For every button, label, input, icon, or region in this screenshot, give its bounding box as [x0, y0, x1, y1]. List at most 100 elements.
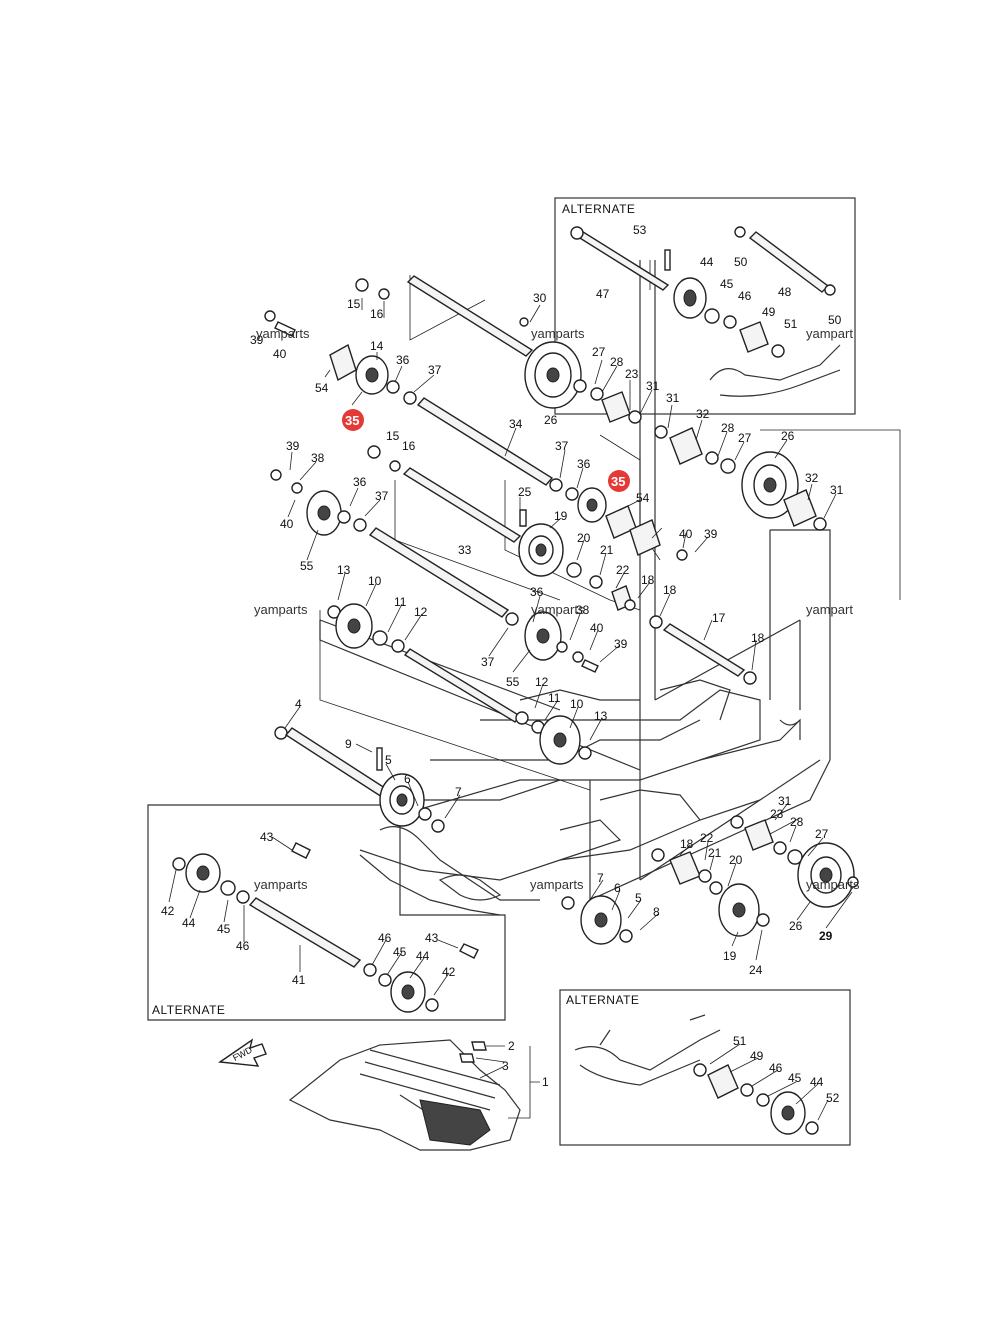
callout-label: 50 — [734, 255, 748, 269]
callout-label: 41 — [292, 973, 306, 987]
callout-label: 46 — [738, 289, 752, 303]
watermark: yamparts — [806, 877, 860, 892]
callout-label: 7 — [455, 785, 462, 799]
callout-label: 51 — [784, 317, 798, 331]
callout-label: 55 — [506, 675, 520, 689]
callout-label: 5 — [635, 891, 642, 905]
callout-label: 38 — [576, 603, 590, 617]
callout-label: 19 — [554, 509, 568, 523]
middle-axle-group — [270, 445, 688, 618]
callout-label: 6 — [404, 772, 411, 786]
alternate-label-top: ALTERNATE — [562, 202, 635, 216]
callout-label: 18 — [680, 837, 694, 851]
callout-label: 9 — [345, 737, 352, 751]
callout-label: 39 — [614, 637, 628, 651]
callout-label: 40 — [280, 517, 294, 531]
callout-label: 20 — [577, 531, 591, 545]
callout-label: 45 — [788, 1071, 802, 1085]
highlight-marker — [342, 409, 364, 431]
callout-label: 17 — [712, 611, 726, 625]
highlighted-callout: 35 — [345, 413, 359, 428]
callout-label: 38 — [311, 451, 325, 465]
callout-label: 49 — [750, 1049, 764, 1063]
callout-label: 13 — [594, 709, 608, 723]
callout-label: 33 — [458, 543, 472, 557]
watermark: yamparts — [531, 326, 585, 341]
callout-label: 46 — [378, 931, 392, 945]
callout-label: 4 — [295, 697, 302, 711]
callout-label: 40 — [679, 527, 693, 541]
watermark: yampart — [806, 326, 853, 341]
callout-label: 32 — [696, 407, 710, 421]
watermark: yamparts — [531, 602, 585, 617]
callout-label: 36 — [577, 457, 591, 471]
watermark: yamparts — [256, 326, 310, 341]
callout-label: 16 — [370, 307, 384, 321]
callout-label: 23 — [770, 807, 784, 821]
callout-label: 1 — [542, 1075, 549, 1089]
callout-label: 15 — [347, 297, 361, 311]
upper-rear-axle-group — [264, 275, 827, 531]
callout-label: 52 — [826, 1091, 840, 1105]
callout-label: 44 — [700, 255, 714, 269]
callout-label: 27 — [592, 345, 606, 359]
callout-label: 2 — [508, 1039, 515, 1053]
callout-label: 8 — [653, 905, 660, 919]
callout-label: 12 — [535, 675, 549, 689]
callout-label: 40 — [273, 347, 287, 361]
callout-label: 19 — [723, 949, 737, 963]
callout-label: 45 — [393, 945, 407, 959]
callout-label: 54 — [636, 491, 650, 505]
alternate-box-bottom-right: ALTERNATE — [559, 989, 851, 1146]
callout-label: 51 — [733, 1034, 747, 1048]
callout-label: 3 — [502, 1059, 509, 1073]
alternate-box-top-right: ALTERNATE — [554, 197, 856, 415]
callout-label: 34 — [509, 417, 523, 431]
callout-label: 48 — [778, 285, 792, 299]
callout-label: 18 — [663, 583, 677, 597]
callout-label: 27 — [738, 431, 752, 445]
callout-label: 16 — [402, 439, 416, 453]
callout-label: 46 — [769, 1061, 783, 1075]
callout-label: 37 — [555, 439, 569, 453]
callout-label: 45 — [217, 922, 231, 936]
callout-label: 31 — [778, 794, 792, 808]
callout-label: 29 — [819, 929, 833, 943]
track-and-clips — [288, 1039, 540, 1151]
callout-label: 5 — [385, 753, 392, 767]
callout-label: 26 — [789, 919, 803, 933]
callout-label: 36 — [396, 353, 410, 367]
highlight-marker — [608, 470, 630, 492]
callout-label: 30 — [533, 291, 547, 305]
callout-label: 44 — [416, 949, 430, 963]
callout-label: 54 — [315, 381, 329, 395]
callout-label: 28 — [610, 355, 624, 369]
callout-label: 18 — [641, 573, 655, 587]
callout-label: 22 — [616, 563, 630, 577]
alternate-box-bottom-left: ALTERNATE — [147, 804, 506, 1021]
callout-label: 45 — [720, 277, 734, 291]
callout-label: 37 — [428, 363, 442, 377]
callout-label: 18 — [751, 631, 765, 645]
callout-label: 44 — [810, 1075, 824, 1089]
callout-label: 15 — [386, 429, 400, 443]
leader-lines — [168, 298, 853, 1121]
callout-label: 46 — [236, 939, 250, 953]
watermark: yamparts — [254, 877, 308, 892]
callout-label: 44 — [182, 916, 196, 930]
watermarks: yamparts yamparts yamparts yamparts yamp… — [254, 326, 860, 892]
callout-label: 40 — [590, 621, 604, 635]
callout-label: 31 — [666, 391, 680, 405]
callout-label: 31 — [646, 379, 660, 393]
callout-label: 32 — [805, 471, 819, 485]
callout-label: 12 — [414, 605, 428, 619]
callout-label: 55 — [300, 559, 314, 573]
callout-label: 49 — [762, 305, 776, 319]
callout-label: 21 — [600, 543, 614, 557]
callout-label: 42 — [442, 965, 456, 979]
callout-label: 53 — [633, 223, 647, 237]
callout-label: 43 — [425, 931, 439, 945]
callout-label: 21 — [708, 846, 722, 860]
highlighted-callout: 35 — [611, 474, 625, 489]
